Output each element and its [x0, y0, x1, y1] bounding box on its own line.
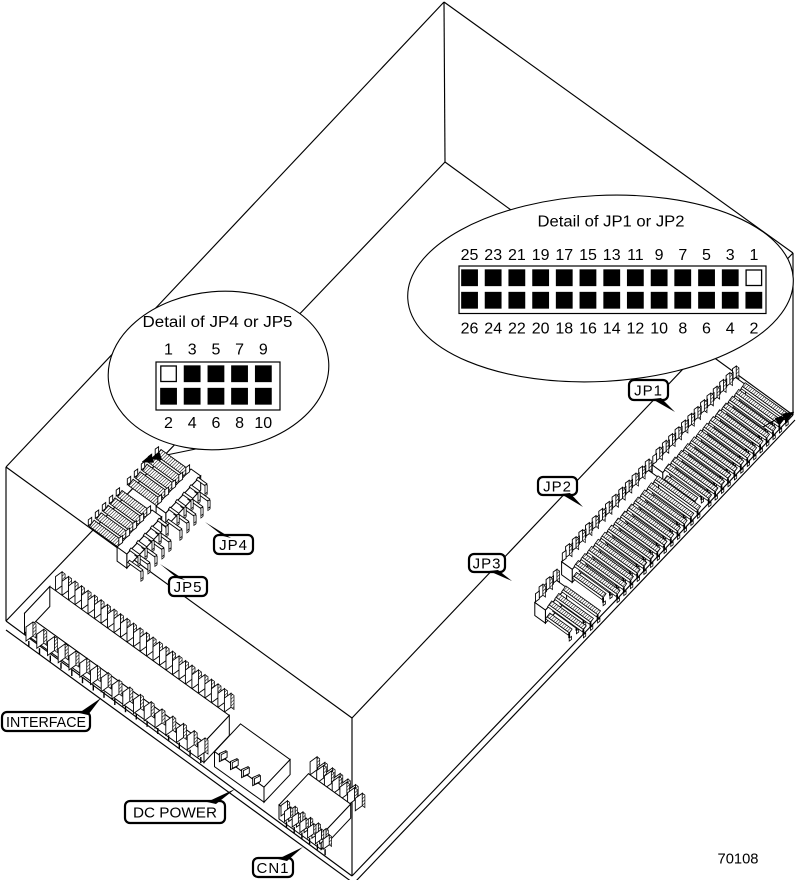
svg-text:9: 9 [259, 342, 268, 359]
svg-text:DC POWER: DC POWER [133, 805, 217, 822]
svg-text:17: 17 [555, 247, 573, 264]
svg-text:Detail of JP4 or JP5: Detail of JP4 or JP5 [143, 314, 293, 331]
svg-text:21: 21 [508, 247, 526, 264]
svg-text:18: 18 [555, 321, 573, 338]
svg-text:70108: 70108 [718, 851, 759, 868]
svg-text:12: 12 [627, 321, 645, 338]
svg-text:INTERFACE: INTERFACE [6, 715, 86, 731]
svg-text:1: 1 [164, 342, 173, 359]
svg-text:JP2: JP2 [543, 479, 572, 496]
svg-text:22: 22 [508, 321, 526, 338]
svg-text:JP3: JP3 [473, 556, 502, 573]
svg-text:7: 7 [235, 342, 244, 359]
svg-text:CN1: CN1 [256, 860, 289, 877]
svg-text:20: 20 [532, 321, 550, 338]
svg-text:Detail of JP1 or JP2: Detail of JP1 or JP2 [538, 214, 685, 231]
svg-text:2: 2 [164, 415, 173, 432]
svg-text:24: 24 [484, 321, 502, 338]
svg-text:8: 8 [235, 415, 244, 432]
svg-text:JP1: JP1 [634, 383, 663, 400]
svg-text:3: 3 [188, 342, 197, 359]
svg-text:9: 9 [655, 247, 664, 264]
svg-text:26: 26 [461, 321, 479, 338]
svg-text:13: 13 [603, 247, 621, 264]
svg-text:4: 4 [188, 415, 197, 432]
svg-text:4: 4 [726, 321, 735, 338]
svg-text:3: 3 [726, 247, 735, 264]
svg-text:5: 5 [211, 342, 220, 359]
svg-text:14: 14 [603, 321, 621, 338]
svg-text:10: 10 [650, 321, 668, 338]
svg-text:7: 7 [678, 247, 687, 264]
svg-text:16: 16 [579, 321, 597, 338]
svg-text:23: 23 [484, 247, 502, 264]
svg-text:25: 25 [461, 247, 479, 264]
svg-text:19: 19 [532, 247, 550, 264]
svg-text:6: 6 [702, 321, 711, 338]
svg-text:2: 2 [749, 321, 758, 338]
svg-text:11: 11 [627, 247, 644, 264]
svg-text:JP5: JP5 [174, 579, 203, 596]
svg-text:5: 5 [702, 247, 711, 264]
svg-text:8: 8 [678, 321, 687, 338]
svg-text:10: 10 [254, 415, 272, 432]
svg-text:1: 1 [749, 247, 758, 264]
svg-text:JP4: JP4 [219, 537, 248, 554]
svg-text:15: 15 [579, 247, 597, 264]
svg-text:6: 6 [211, 415, 220, 432]
